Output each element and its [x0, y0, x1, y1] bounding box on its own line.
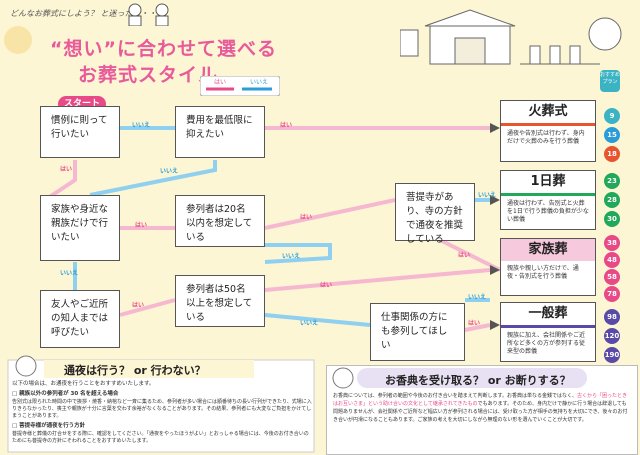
price-badge[interactable]: 120	[604, 328, 620, 344]
question-4: 参列者は20名以内を想定している	[175, 195, 265, 247]
plan-title: 火葬式	[501, 101, 595, 126]
koden-text-1: お香典については、参列者の範囲や今後のお付き合いを踏まえて判断します。お香典は単…	[333, 393, 578, 399]
label-yes: はい	[280, 122, 293, 129]
question-7-text: 友人やご近所の知人までは呼びたい	[51, 299, 109, 338]
label-yes: はい	[458, 252, 471, 259]
page-title-line1: “想い”に合わせて選べる	[50, 38, 277, 60]
plan-one-day[interactable]: 1日葬 通夜は行わず、告別式と火葬を1日で行う葬儀の負担が少ない葬儀	[500, 170, 596, 230]
family-illustration	[128, 3, 169, 26]
question-1-text: 慣例に則って行いたい	[51, 115, 108, 140]
question-7: 友人やご近所の知人までは呼びたい	[40, 290, 120, 348]
koden-paragraph: お香典については、参列者の範囲や今後のお付き合いを踏まえて判断します。お香典は単…	[333, 392, 631, 424]
koden-title: お香典を受け取る？ or お断りする？	[385, 374, 571, 387]
question-3: 家族や身近な親族だけで行いたい	[40, 195, 120, 261]
question-8: 仕事関係の方にも参列してほしい	[370, 303, 465, 361]
plan-general[interactable]: 一般葬 親族に加え、会社関係やご近所など多くの方が参列する従来型の葬儀	[500, 302, 596, 362]
price-badge[interactable]: 98	[604, 309, 620, 325]
tsuya-title: 通夜は行う？ or 行わない？	[64, 364, 206, 377]
label-no: いいえ	[60, 270, 79, 277]
funeral-hall-illustration	[400, 9, 622, 65]
plan-description: 通夜は行わず、告別式と火葬を1日で行う葬儀の負担が少ない葬儀	[507, 200, 589, 223]
koden-text-2: でもあります。そのため、身内だけで静かに行う場合は辞退しても問題ありませんが、会…	[333, 401, 628, 423]
plan-title: 一般葬	[501, 303, 595, 328]
label-no: いいえ	[478, 192, 497, 199]
top-note: どんなお葬式にしよう？ と迷ったら・・・	[10, 9, 165, 18]
plan-general-badges: 98 120 190	[600, 306, 624, 366]
question-4-text: 参列者は20名以内を想定している	[186, 204, 253, 243]
tsuya-heading-2: □ 菩提寺様が通夜を行う方針	[12, 423, 86, 429]
price-badge[interactable]: 58	[604, 269, 620, 285]
plan-cremation[interactable]: 火葬式 通夜や告別式は行わず、身内だけで火葬のみを行う葬儀	[500, 100, 596, 162]
plan-description: 親族に加え、会社関係やご近所など多くの方が参列する従来型の葬儀	[507, 332, 586, 355]
label-yes: はい	[320, 282, 333, 289]
tsuya-section-bg	[7, 355, 315, 453]
plan-title: 1日葬	[501, 171, 595, 196]
label-yes: はい	[132, 302, 145, 309]
tsuya-heading-1: □ 親族以外の参列者が 30 名を超える場合	[12, 391, 119, 397]
label-no: いいえ	[160, 168, 179, 175]
question-5: 菩提寺があり、寺の方針で通夜を推奨している	[395, 183, 475, 245]
tsuya-section: 通夜は行う？ or 行わない？ 以下の場合は、お通夜を行うことをおすすめいたしま…	[4, 352, 320, 454]
plan-one-day-badges: 23 28 30	[600, 170, 624, 230]
question-3-text: 家族や身近な親族だけで行いたい	[51, 204, 109, 243]
plan-family-badges: 38 48 58 78	[600, 234, 624, 303]
question-2-text: 費用を最低限に抑えたい	[186, 115, 253, 140]
recommend-badge: おすすめプラン	[600, 70, 620, 92]
label-no: いいえ	[132, 122, 151, 129]
question-6: 参列者は50名以上を想定している	[175, 275, 265, 327]
koden-section-bg	[332, 367, 587, 389]
tsuya-paragraph-2: 菩提寺様と葬儀の打合せをする際に、確認をしてください。「通夜をやったほうがよい」…	[12, 431, 309, 444]
label-yes: はい	[468, 320, 481, 327]
plan-family[interactable]: 家族葬 親族や親しい方だけで、通夜・告別式を行う葬儀	[500, 238, 596, 296]
price-badge[interactable]: 18	[604, 146, 620, 162]
price-badge[interactable]: 48	[604, 252, 620, 268]
label-yes: はい	[60, 166, 73, 173]
question-2: 費用を最低限に抑えたい	[175, 106, 265, 158]
label-no: いいえ	[468, 294, 487, 301]
legend-no: いいえ	[250, 79, 269, 86]
question-6-text: 参列者は50名以上を想定している	[186, 284, 253, 323]
label-no: いいえ	[282, 253, 301, 260]
page-title-line2: お葬式スタイル	[78, 64, 219, 86]
question-5-text: 菩提寺があり、寺の方針で通夜を推奨している	[406, 192, 464, 245]
question-1: 慣例に則って行いたい	[40, 106, 120, 158]
plan-cremation-badges: 9 15 18	[600, 105, 624, 165]
label-no: いいえ	[300, 320, 319, 327]
koden-highlight: 古くから「困ったときはお互いさま」という助け合いの文化として継承されてきたもの	[333, 393, 628, 407]
price-badge[interactable]: 30	[604, 211, 620, 227]
label-yes: はい	[135, 222, 148, 229]
price-badge[interactable]: 190	[604, 347, 620, 363]
price-badge[interactable]: 78	[604, 286, 620, 302]
tsuya-paragraph-1: 告別式は限られた時間の中で挨拶・焼香・納棺など一斉に集るため、参列者が多い場合に…	[12, 399, 312, 419]
plan-description: 通夜や告別式は行わず、身内だけで火葬のみを行う葬儀	[507, 130, 585, 145]
label-yes: はい	[300, 214, 313, 221]
plan-description: 親族や親しい方だけで、通夜・告別式を行う葬儀	[507, 265, 579, 280]
price-badge[interactable]: 9	[604, 108, 620, 124]
price-badge[interactable]: 23	[604, 173, 620, 189]
price-badge[interactable]: 38	[604, 235, 620, 251]
koden-section: お香典を受け取る？ or お断りする？ お香典については、参列者の範囲や今後のお…	[326, 365, 638, 455]
legend-yes: はい	[214, 79, 227, 86]
tsuya-intro: 以下の場合は、お通夜を行うことをおすすめいたします。	[12, 381, 155, 387]
price-badge[interactable]: 15	[604, 127, 620, 143]
legend	[200, 76, 280, 96]
price-badge[interactable]: 28	[604, 192, 620, 208]
question-8-text: 仕事関係の方にも参列してほしい	[381, 312, 448, 351]
plan-title: 家族葬	[501, 239, 595, 261]
